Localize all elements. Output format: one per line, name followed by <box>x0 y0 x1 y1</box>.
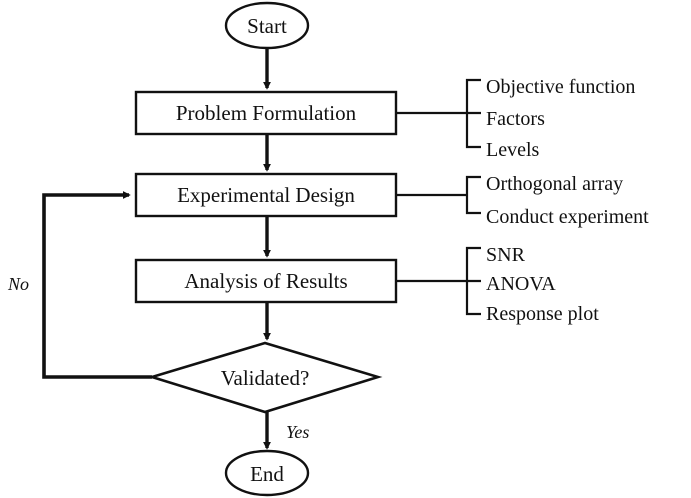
node-experimental-design[interactable]: Experimental Design <box>134 172 398 218</box>
annotation-item: ANOVA <box>486 273 556 295</box>
brace-analysis-of-results <box>396 246 481 316</box>
validated-label: Validated? <box>221 366 310 390</box>
validated-diamond[interactable] <box>147 341 383 414</box>
annotation-group-experimental-design: Orthogonal array Conduct experiment <box>486 173 649 228</box>
brace-experimental-design <box>396 175 481 215</box>
edge-no-feedback-loop <box>42 191 152 379</box>
edge-label-yes: Yes <box>286 422 309 442</box>
annotation-item: Factors <box>486 108 545 130</box>
start-ellipse[interactable] <box>224 1 310 50</box>
node-start[interactable]: Start <box>224 1 310 50</box>
annotation-item: SNR <box>486 244 526 266</box>
start-label: Start <box>247 14 287 38</box>
problem-formulation-label: Problem Formulation <box>176 101 357 125</box>
annotation-item: Levels <box>486 139 540 161</box>
edge-label-no: No <box>7 274 29 294</box>
analysis-of-results-label: Analysis of Results <box>184 269 347 293</box>
experimental-design-label: Experimental Design <box>177 183 355 207</box>
annotation-group-problem-formulation: Objective function Factors Levels <box>486 76 635 161</box>
node-analysis-of-results[interactable]: Analysis of Results <box>134 258 398 304</box>
experimental-design-box[interactable] <box>134 172 398 218</box>
annotation-braces <box>396 78 481 316</box>
brace-problem-formulation <box>396 78 481 149</box>
connectors <box>42 48 271 450</box>
analysis-of-results-box[interactable] <box>134 258 398 304</box>
node-end[interactable]: End <box>224 449 310 497</box>
end-label: End <box>250 462 284 486</box>
annotation-group-analysis-of-results: SNR ANOVA Response plot <box>486 244 599 325</box>
node-problem-formulation[interactable]: Problem Formulation <box>134 90 398 136</box>
annotation-item: Objective function <box>486 76 635 98</box>
node-validated[interactable]: Validated? <box>147 341 383 414</box>
end-ellipse[interactable] <box>224 449 310 497</box>
annotation-item: Orthogonal array <box>486 173 623 195</box>
problem-formulation-box[interactable] <box>134 90 398 136</box>
annotation-item: Conduct experiment <box>486 206 649 228</box>
annotation-item: Response plot <box>486 303 599 325</box>
